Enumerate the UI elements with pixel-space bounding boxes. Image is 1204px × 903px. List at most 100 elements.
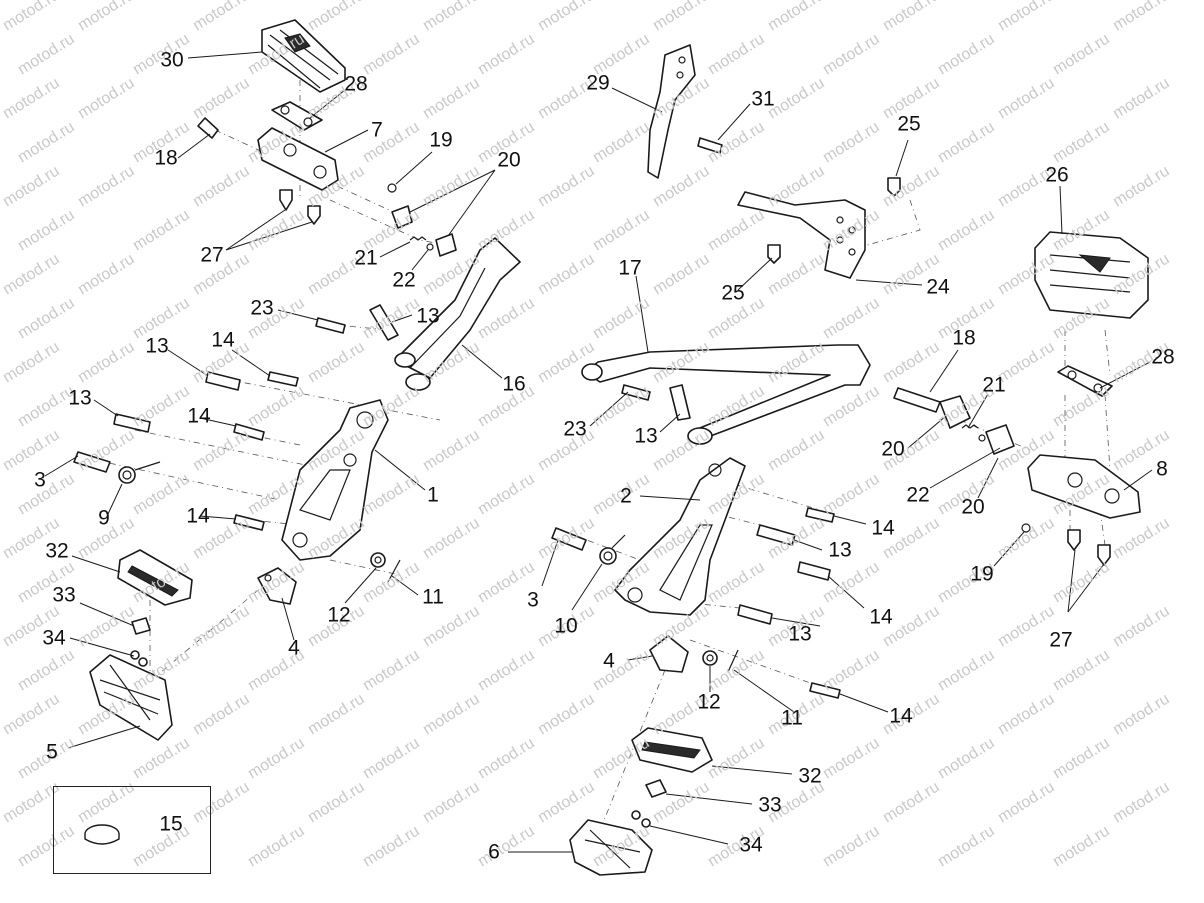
part-5-footpeg bbox=[89, 654, 173, 741]
part-18-pin bbox=[197, 117, 219, 139]
callout-18: 18 bbox=[154, 146, 178, 170]
plug-cap-drawing bbox=[84, 824, 120, 845]
part-29-bracket bbox=[647, 44, 696, 179]
callout-10: 10 bbox=[554, 614, 578, 638]
callout-34: 34 bbox=[42, 626, 66, 650]
callout-12: 12 bbox=[327, 603, 351, 627]
part-32-peg-rubber-right bbox=[631, 727, 713, 773]
callout-12: 12 bbox=[697, 690, 721, 714]
callout-11: 11 bbox=[781, 706, 803, 730]
callout-22: 22 bbox=[906, 483, 930, 507]
callout-18: 18 bbox=[952, 326, 976, 350]
part-33-34-right bbox=[631, 779, 667, 828]
callout-14: 14 bbox=[869, 605, 893, 629]
part-19-27-right bbox=[1021, 523, 1111, 566]
callout-31: 31 bbox=[751, 87, 775, 111]
part-19-20-21-22-detent bbox=[387, 183, 457, 257]
part-23-13-right bbox=[621, 384, 691, 421]
callout-17: 17 bbox=[618, 256, 642, 280]
callout-8: 8 bbox=[1156, 457, 1168, 481]
callout-13: 13 bbox=[416, 304, 440, 328]
part-23-13-bolts bbox=[113, 304, 399, 433]
callout-34: 34 bbox=[739, 833, 763, 857]
part-28-plate bbox=[271, 101, 323, 131]
callout-7: 7 bbox=[371, 118, 383, 142]
part-30-footpeg-rubber bbox=[261, 19, 346, 93]
part-26-footpeg-rubber bbox=[1034, 231, 1149, 319]
callout-13: 13 bbox=[634, 424, 658, 448]
callout-26: 26 bbox=[1045, 163, 1069, 187]
part-25-bolts bbox=[767, 177, 901, 264]
callout-14: 14 bbox=[889, 704, 913, 728]
callout-24: 24 bbox=[926, 275, 950, 299]
callout-11: 11 bbox=[422, 585, 444, 609]
callout-28: 28 bbox=[1151, 345, 1175, 369]
callout-4: 4 bbox=[288, 636, 300, 660]
part-3-9-pin-spring bbox=[73, 451, 161, 484]
callout-9: 9 bbox=[98, 506, 110, 530]
callout-19: 19 bbox=[429, 128, 453, 152]
part-1-hanger-plate bbox=[281, 399, 389, 561]
callout-29: 29 bbox=[586, 71, 610, 95]
inset-box-part-15: 15 bbox=[53, 786, 211, 874]
part-31-bolt bbox=[697, 137, 723, 154]
callout-13: 13 bbox=[68, 386, 92, 410]
callout-23: 23 bbox=[250, 296, 274, 320]
part-16-bracket-arm bbox=[394, 237, 521, 391]
callout-20: 20 bbox=[497, 148, 521, 172]
part-6-footpeg bbox=[569, 819, 653, 876]
callout-33: 33 bbox=[52, 583, 76, 607]
part-27-bolts bbox=[279, 189, 321, 225]
callout-19: 19 bbox=[970, 562, 994, 586]
callout-14: 14 bbox=[187, 404, 211, 428]
part-2-hanger-plate bbox=[614, 457, 746, 616]
callout-13: 13 bbox=[788, 622, 812, 646]
callout-33: 33 bbox=[758, 793, 782, 817]
callout-5: 5 bbox=[46, 740, 58, 764]
callout-13: 13 bbox=[828, 538, 852, 562]
part-8-footpeg bbox=[1027, 454, 1141, 519]
callout-3: 3 bbox=[527, 588, 539, 612]
callout-14: 14 bbox=[186, 504, 210, 528]
callout-2: 2 bbox=[620, 484, 632, 508]
callout-14: 14 bbox=[871, 516, 895, 540]
part-28-plate-right bbox=[1057, 365, 1113, 397]
callout-13: 13 bbox=[145, 334, 169, 358]
part-4-bracket bbox=[257, 567, 297, 605]
callout-6: 6 bbox=[488, 840, 500, 864]
part-18-20-21-22-right bbox=[893, 387, 1015, 455]
callout-27: 27 bbox=[1049, 628, 1073, 652]
part-14-13-right-bolts bbox=[737, 507, 841, 699]
callout-32: 32 bbox=[798, 764, 822, 788]
callout-1: 1 bbox=[427, 483, 439, 507]
part-3-10-right bbox=[551, 527, 626, 565]
part-17-bracket-arm bbox=[581, 344, 871, 445]
callout-21: 21 bbox=[354, 246, 378, 270]
callout-20: 20 bbox=[961, 495, 985, 519]
callout-23: 23 bbox=[563, 417, 587, 441]
part-24-bracket bbox=[737, 191, 866, 279]
callout-28: 28 bbox=[344, 72, 368, 96]
callout-20: 20 bbox=[881, 437, 905, 461]
part-14-bolts bbox=[233, 371, 299, 531]
part-7-footpeg bbox=[257, 127, 339, 191]
part-33-34-plate-nuts bbox=[130, 617, 151, 667]
callout-14: 14 bbox=[211, 328, 235, 352]
callout-30: 30 bbox=[160, 48, 184, 72]
callout-4: 4 bbox=[603, 649, 615, 673]
part-12-11-washer-pin bbox=[370, 552, 401, 583]
leader-lines bbox=[44, 51, 1153, 853]
callout-27: 27 bbox=[200, 243, 224, 267]
callout-15: 15 bbox=[159, 812, 183, 836]
part-4-12-11-right bbox=[649, 635, 739, 673]
callout-25: 25 bbox=[721, 281, 745, 305]
callout-21: 21 bbox=[982, 373, 1006, 397]
callout-25: 25 bbox=[897, 112, 921, 136]
callout-22: 22 bbox=[392, 268, 416, 292]
callout-32: 32 bbox=[45, 539, 69, 563]
part-32-peg-rubber bbox=[117, 549, 193, 606]
callout-16: 16 bbox=[502, 372, 526, 396]
callout-3: 3 bbox=[34, 468, 46, 492]
